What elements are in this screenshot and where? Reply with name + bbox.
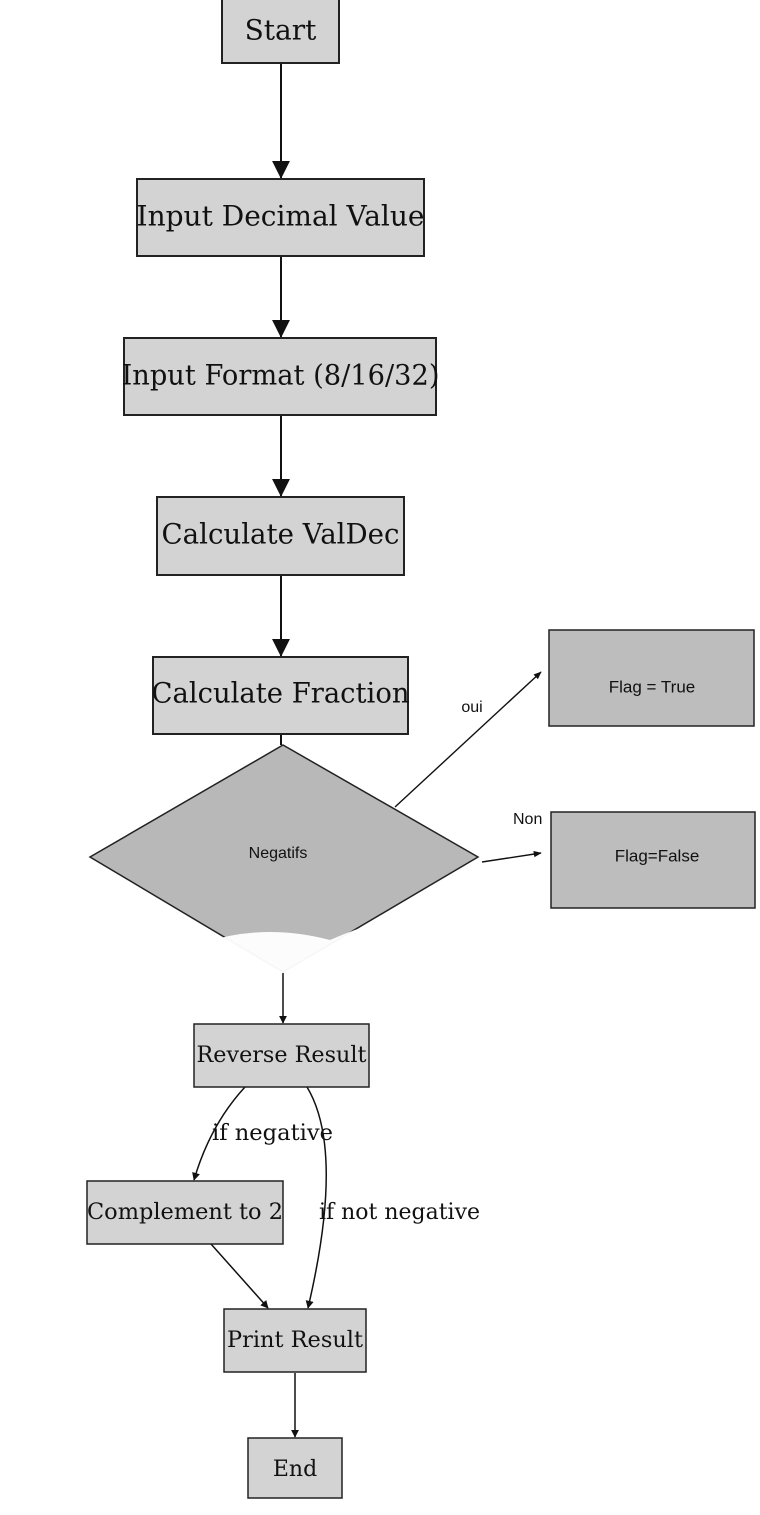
node-end-label: End: [273, 1457, 317, 1482]
edge-reverse-to-complement: [192, 1086, 246, 1181]
edge-label-if-not-negative: if not negative: [319, 1200, 480, 1225]
node-start-label: Start: [245, 14, 318, 47]
node-decision-negatifs-label: Negatifs: [249, 845, 308, 862]
edge-label-non: Non: [513, 811, 542, 828]
node-calc-fraction-label: Calculate Fraction: [152, 677, 410, 710]
node-flag-false-label: Flag=False: [615, 846, 700, 865]
node-input-format-label: Input Format (8/16/32): [122, 359, 440, 392]
node-start: [221, 0, 340, 64]
node-flag-true: [548, 629, 755, 727]
edge-decision-to-flag-false: [481, 850, 542, 863]
node-flag-true-label: Flag = True: [609, 677, 695, 696]
edge-decision-to-flag-true: [394, 671, 542, 808]
node-flag-false: [550, 811, 756, 909]
node-reverse-result: [193, 1023, 370, 1088]
node-input-decimal-label: Input Decimal Value: [137, 200, 425, 233]
node-calc-fraction: [152, 656, 409, 735]
node-input-decimal: [136, 178, 425, 257]
node-end: [247, 1437, 343, 1499]
white-artifact-overlay: [150, 98, 583, 976]
node-print-result-label: Print Result: [227, 1328, 363, 1353]
edge-label-if-negative: if negative: [212, 1121, 333, 1146]
node-calc-valdec: [156, 496, 405, 576]
edge-label-oui: oui: [461, 699, 482, 716]
edge-reverse-to-print: [305, 1086, 327, 1309]
edge-complement-to-print: [210, 1243, 269, 1309]
node-reverse-result-label: Reverse Result: [197, 1043, 367, 1068]
node-input-format: [123, 337, 437, 416]
node-complement-to-2: [86, 1180, 284, 1245]
node-calc-valdec-label: Calculate ValDec: [162, 518, 400, 551]
node-print-result: [223, 1308, 367, 1373]
node-complement-to-2-label: Complement to 2: [87, 1200, 283, 1225]
